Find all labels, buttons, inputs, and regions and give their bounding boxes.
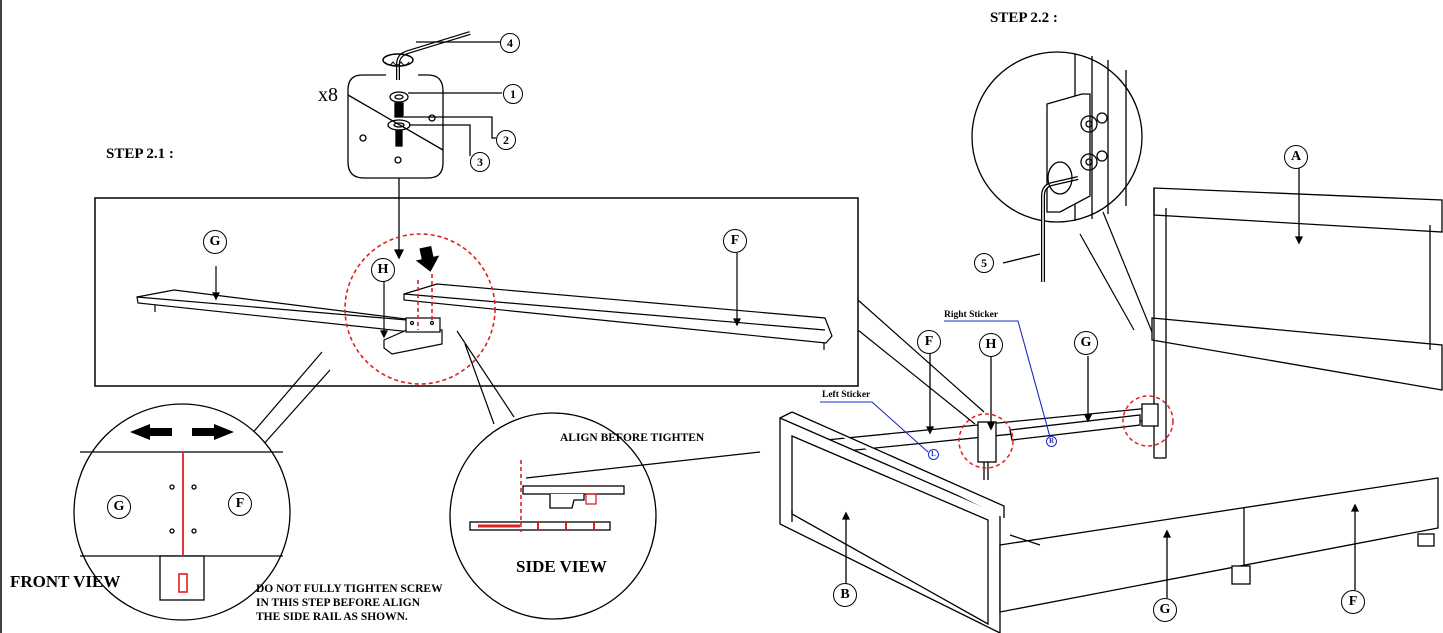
part-g-label: G bbox=[203, 230, 227, 254]
side-view-title: SIDE VIEW bbox=[516, 557, 607, 576]
hardware-quantity: x8 bbox=[318, 84, 338, 106]
part-a-label: A bbox=[1284, 145, 1308, 169]
base-part-g-label: G bbox=[1153, 598, 1177, 622]
rail-f-drawing bbox=[403, 253, 833, 350]
align-note: ALIGN BEFORE TIGHTEN bbox=[560, 432, 705, 444]
zoom-leaders bbox=[237, 330, 515, 451]
step-2-1-panel bbox=[94, 197, 859, 387]
base-part-f-label: F bbox=[1341, 590, 1365, 614]
step-2-2-title: STEP 2.2 : bbox=[990, 10, 1058, 26]
step-2-1-title: STEP 2.1 : bbox=[106, 146, 174, 162]
warning-line-1: DO NOT FULLY TIGHTEN SCREW bbox=[256, 583, 443, 595]
front-view-g-label: G bbox=[107, 495, 131, 519]
right-sticker-mark: R bbox=[1046, 436, 1057, 447]
bracket-h-drawing bbox=[380, 278, 443, 355]
callout-4: 4 bbox=[500, 33, 520, 53]
callout-5: 5 bbox=[974, 253, 994, 273]
callout-1: 1 bbox=[503, 84, 523, 104]
bed-part-h-label: H bbox=[979, 333, 1003, 357]
warning-line-2: IN THIS STEP BEFORE ALIGN bbox=[256, 597, 421, 609]
front-view-title: FRONT VIEW bbox=[10, 572, 121, 591]
push-arrow-icon bbox=[415, 246, 440, 272]
zoom-cone bbox=[857, 211, 1153, 425]
part-b-label: B bbox=[833, 583, 857, 607]
right-sticker-label: Right Sticker bbox=[944, 310, 999, 320]
warning-line-3: THE SIDE RAIL AS SHOWN. bbox=[256, 611, 408, 623]
callout-2: 2 bbox=[496, 130, 516, 150]
part-f-label: F bbox=[723, 229, 747, 253]
left-sticker-mark: L bbox=[928, 449, 939, 460]
step-2-2-zoom bbox=[971, 51, 1143, 282]
bed-part-g-label: G bbox=[1074, 331, 1098, 355]
front-view-detail bbox=[73, 403, 291, 621]
callout-3: 3 bbox=[470, 152, 490, 172]
bed-part-f-label: F bbox=[917, 330, 941, 354]
main-alignment-marks bbox=[344, 233, 496, 385]
part-h-label: H bbox=[371, 258, 395, 282]
connection-highlights bbox=[958, 395, 1174, 469]
side-view-detail bbox=[449, 412, 761, 620]
front-view-f-label: F bbox=[228, 492, 252, 516]
left-sticker-label: Left Sticker bbox=[822, 390, 871, 400]
bed-assembly-drawing bbox=[779, 166, 1443, 633]
sticker-leaders bbox=[820, 320, 1051, 453]
hardware-inset bbox=[347, 31, 502, 260]
